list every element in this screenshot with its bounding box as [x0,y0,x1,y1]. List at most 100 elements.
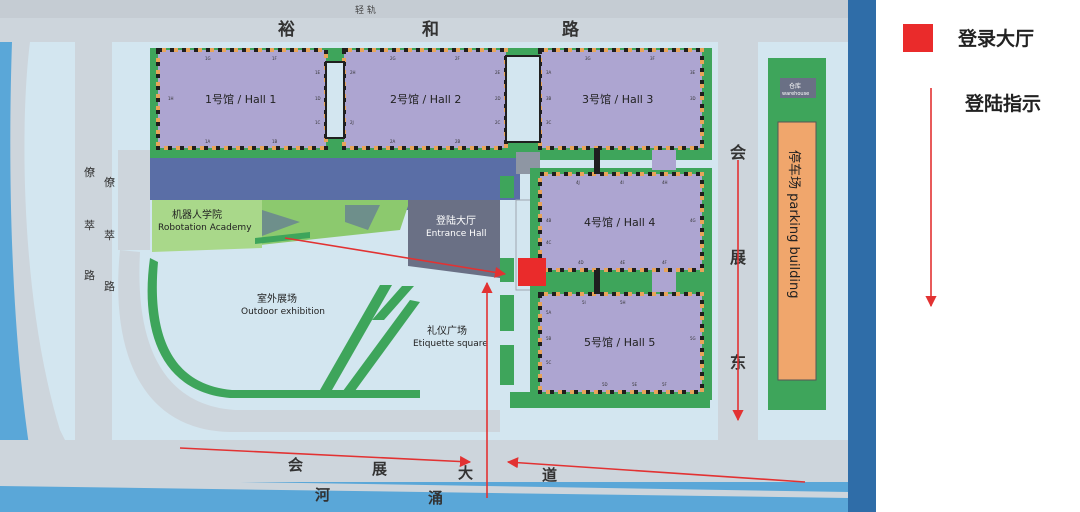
diagonal-green-strip-1 [320,285,392,390]
park-road-west [118,150,150,250]
hall-link-12 [325,61,345,139]
svg-text:5C: 5C [546,360,552,365]
hall-3[interactable]: 3号馆 / Hall 3 [538,48,704,150]
west-road-char-3: 路 [84,269,95,282]
north-road-char-3: 路 [562,19,580,40]
guide-arrow-south-east [506,457,806,483]
svg-text:5A: 5A [546,310,552,315]
west-water-channel [0,42,30,452]
svg-text:1H: 1H [168,96,174,101]
svg-text:4C: 4C [546,240,552,245]
svg-text:1G: 1G [205,56,211,61]
legend-entrance-swatch [903,24,933,52]
svg-text:5E: 5E [632,382,638,387]
svg-text:3F: 3F [650,56,656,61]
gate-codes-hall-5: 5A 5I 5H 5B 5G 5C 5D 5E 5F [546,300,696,387]
parking-building[interactable] [777,121,817,381]
river-bank [0,478,848,498]
svg-text:3C: 3C [546,120,552,125]
hall-1[interactable]: 1号馆 / Hall 1 [156,48,328,150]
svg-text:2B: 2B [455,139,461,144]
south-road-char-2: 展 [372,460,387,478]
light-rail [0,0,848,18]
svg-text:3E: 3E [690,70,696,75]
diagonal-green-strip-2 [372,286,414,320]
warehouse-en: warehouse [782,91,809,97]
svg-text:2F: 2F [455,56,461,61]
hall-2[interactable]: 2号馆 / Hall 2 [342,48,508,150]
hall-2-label: 2号馆 / Hall 2 [390,92,461,106]
river-char-1: 河 [315,486,330,504]
svg-text:2A: 2A [390,139,396,144]
hall-link-45 [594,270,600,294]
svg-text:4B: 4B [546,218,552,223]
south-road-char-4: 道 [542,466,557,484]
academy-green-patch-1 [262,210,300,236]
svg-text:3D: 3D [690,96,696,101]
green-strip-east-3 [500,295,514,331]
hall-link-23 [505,55,541,143]
parking-label: 停车场 parking building [786,150,802,299]
svg-text:5D: 5D [602,382,608,387]
corridor-connector-3 [390,168,420,210]
entrance-marker[interactable] [518,258,546,286]
west-road-char-2: 萃 [84,219,95,232]
hall-connector-2 [652,270,676,292]
hall-4-label: 4号馆 / Hall 4 [584,215,655,229]
svg-text:5G: 5G [690,336,696,341]
svg-text:5H: 5H [620,300,626,305]
svg-text:5I: 5I [582,300,586,305]
west-road [75,42,112,460]
entrance-hall [408,200,500,278]
svg-text:1B: 1B [272,139,278,144]
warehouse-cn: 仓库 [789,82,801,90]
outdoor-label-en: Outdoor exhibition [241,307,325,317]
west-road-char-1: 僚 [84,166,95,179]
green-strip-east-1 [500,176,514,198]
svg-text:4D: 4D [578,260,584,265]
svg-text:4I: 4I [620,180,624,185]
north-road-char-2: 和 [422,20,439,40]
east-road-char-1: 会 [730,143,746,162]
svg-text:4E: 4E [620,260,626,265]
academy-green-patch-2 [345,205,380,230]
hall-connector-1 [652,150,676,170]
svg-text:3B: 3B [546,96,552,101]
svg-text:2G: 2G [390,56,396,61]
guide-arrow-south-west [179,447,472,468]
hall-5[interactable]: 5号馆 / Hall 5 [538,292,704,394]
svg-text:4J: 4J [576,180,580,185]
west-inner-road-char-1: 僚 [104,176,115,189]
green-strip-east-4 [500,345,514,385]
map-frame [848,0,876,512]
hall-3-label: 3号馆 / Hall 3 [582,92,653,106]
svg-text:1A: 1A [205,139,211,144]
gate-codes-hall-2: 2G 2F 2E 2H 2D 2J 2C 2A 2B [350,56,501,144]
site-map: 轻 轨 裕 和 路 僚 萃 路 僚 萃 路 会 展 东 路 会 展 大 道 [0,0,876,512]
hall-5-label: 5号馆 / Hall 5 [584,335,655,349]
legend-entrance-label: 登录大厅 [957,27,1034,50]
svg-text:1C: 1C [315,120,321,125]
hall-4[interactable]: 4号馆 / Hall 4 [538,172,704,272]
guide-arrow-academy [284,237,507,278]
west-inner-road-char-2: 萃 [104,229,115,242]
legend-guide-label: 登陆指示 [964,92,1041,115]
north-road-char-1: 裕 [278,19,295,40]
warehouse[interactable] [780,78,816,98]
svg-text:2D: 2D [495,96,501,101]
robot-academy-en: Robotation Academy [158,223,252,233]
svg-text:3G: 3G [585,56,591,61]
svg-text:4H: 4H [662,180,668,185]
legend: 登录大厅 登陆指示 [903,24,1041,308]
west-inner-road-char-3: 路 [104,280,115,293]
gate-codes-hall-3: 3G 3F 3E 3A 3D 3B 3C [546,56,696,125]
svg-text:3A: 3A [546,70,552,75]
guide-arrows [179,160,806,498]
svg-text:5B: 5B [546,336,552,341]
hall-1-label: 1号馆 / Hall 1 [205,92,276,106]
svg-text:1E: 1E [315,70,321,75]
south-road-char-3: 大 [458,464,473,482]
etiquette-label-en: Etiquette square [413,339,488,349]
robot-academy-cn: 机器人学院 [172,208,222,221]
park-road-loop [118,250,500,432]
